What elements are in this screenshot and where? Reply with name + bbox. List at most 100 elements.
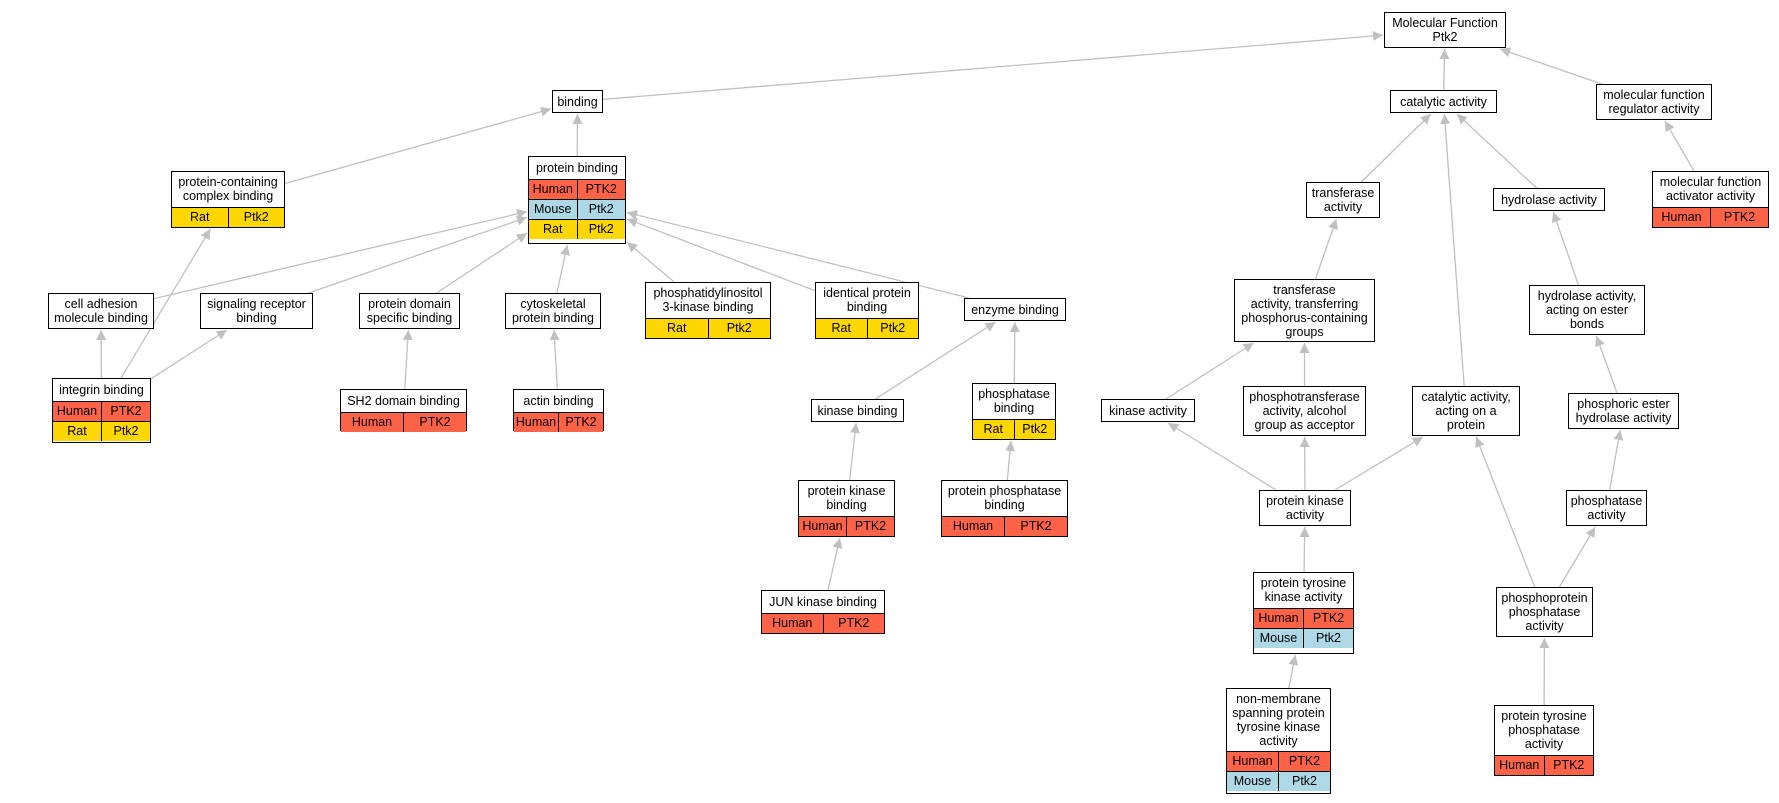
go-term-label: enzyme binding bbox=[971, 302, 1059, 317]
go-term-label: actin binding bbox=[523, 393, 594, 408]
species-cell: Human bbox=[1232, 753, 1273, 768]
go-term-label: phosphoric ester hydrolase activity bbox=[1575, 397, 1672, 426]
edge-ppp-to-caop bbox=[1475, 436, 1536, 588]
edge-kina-to-tpc bbox=[1165, 342, 1254, 400]
edge-pka-to-caop bbox=[1334, 436, 1424, 491]
go-term-node-srb: signaling receptor binding bbox=[200, 293, 313, 329]
go-term-label: SH2 domain binding bbox=[347, 393, 460, 408]
species-cell: Rat bbox=[190, 209, 210, 224]
edge-cpb-to-pb bbox=[556, 244, 571, 294]
gene-cell: PTK2 bbox=[1004, 516, 1067, 536]
go-term-label: hydrolase activity bbox=[1501, 192, 1597, 207]
edge-pkb-to-kinb bbox=[849, 422, 860, 481]
go-term-node-cpb: cytoskeletal protein binding bbox=[505, 293, 601, 329]
go-term-label: protein kinase activity bbox=[1266, 494, 1344, 523]
edge-nmp-to-ptk bbox=[1288, 654, 1299, 689]
gene-cell: Ptk2 bbox=[1278, 771, 1330, 791]
go-term-label: identical protein binding bbox=[823, 286, 911, 315]
go-term-label: protein phosphatase binding bbox=[947, 484, 1062, 513]
annotation-row: Mouse Ptk2 bbox=[1227, 770, 1330, 791]
edge-pdsb-to-pb bbox=[436, 232, 528, 294]
edge-mfa-to-mfr bbox=[1664, 120, 1695, 172]
go-term-node-mfr: molecular function regulator activity bbox=[1596, 84, 1712, 120]
edge-kinb-to-enz bbox=[875, 321, 996, 400]
edge-mfr-to-mf bbox=[1499, 47, 1602, 85]
go-term-label: protein-containing complex binding bbox=[178, 175, 278, 204]
go-term-node-bind: binding bbox=[552, 90, 603, 113]
gene-cell: PTK2 bbox=[846, 516, 894, 536]
edge-ipb-to-pb bbox=[626, 217, 816, 292]
edge-pccb-to-bind bbox=[284, 106, 552, 185]
gene-cell: PTK2 bbox=[1278, 751, 1330, 771]
gene-cell: Ptk2 bbox=[227, 207, 285, 227]
species-cell: Human bbox=[802, 518, 843, 533]
edge-caop-to-cat bbox=[1440, 113, 1465, 387]
edge-srb-to-pb bbox=[308, 215, 528, 294]
gene-cell: Ptk2 bbox=[576, 199, 626, 219]
gene-cell: PTK2 bbox=[822, 613, 885, 633]
go-term-label: phosphatase activity bbox=[1570, 494, 1643, 523]
annotation-row: Human PTK2 bbox=[1227, 750, 1330, 771]
edge-tra-to-cat bbox=[1360, 113, 1432, 183]
go-term-node-ppp: phosphoprotein phosphatase activity bbox=[1496, 587, 1593, 637]
edge-pi3-to-pb bbox=[626, 241, 675, 283]
go-term-node-peh: phosphoric ester hydrolase activity bbox=[1568, 393, 1679, 429]
go-term-node-pha: phosphatase activity bbox=[1566, 490, 1647, 526]
go-term-node-hyd: hydrolase activity bbox=[1493, 188, 1605, 211]
go-term-label: protein tyrosine kinase activity bbox=[1260, 576, 1347, 605]
go-term-label: kinase activity bbox=[1109, 403, 1187, 418]
edge-ppb-to-phb bbox=[1005, 440, 1016, 481]
edge-cat-to-mf bbox=[1439, 48, 1450, 91]
gene-cell: Ptk2 bbox=[101, 421, 150, 441]
go-term-node-cam: cell adhesion molecule binding bbox=[48, 293, 154, 329]
go-term-node-cat: catalytic activity bbox=[1390, 90, 1497, 113]
species-cell: Rat bbox=[67, 423, 87, 438]
edge-phb-to-enz bbox=[1009, 321, 1020, 384]
species-cell: Rat bbox=[543, 221, 563, 236]
species-cell: Mouse bbox=[1259, 630, 1298, 645]
species-cell: Human bbox=[1661, 209, 1702, 224]
go-term-label: phosphatidylinositol 3-kinase binding bbox=[653, 286, 763, 315]
go-term-label: cell adhesion molecule binding bbox=[54, 297, 148, 326]
go-term-label: protein tyrosine phosphatase activity bbox=[1501, 709, 1587, 752]
gene-cell: PTK2 bbox=[1303, 608, 1353, 628]
gene-cell: Ptk2 bbox=[707, 318, 771, 338]
go-term-label: molecular function regulator activity bbox=[1603, 88, 1705, 117]
edge-hyd-to-cat bbox=[1456, 113, 1538, 189]
annotation-row: Rat Ptk2 bbox=[53, 420, 150, 441]
go-term-label: phosphatase binding bbox=[978, 387, 1050, 416]
edge-ptk-to-pka bbox=[1299, 526, 1310, 573]
go-term-node-mf: Molecular Function Ptk2 bbox=[1384, 12, 1506, 48]
gene-cell: PTK2 bbox=[101, 401, 150, 421]
species-cell: Mouse bbox=[1233, 773, 1272, 788]
edge-bind-to-mf bbox=[602, 30, 1384, 101]
go-term-label: catalytic activity bbox=[1400, 94, 1487, 109]
go-term-node-pka: protein kinase activity bbox=[1259, 490, 1351, 526]
go-term-node-kinb: kinase binding bbox=[811, 399, 904, 422]
gene-cell: PTK2 bbox=[403, 412, 466, 432]
species-cell: Human bbox=[56, 403, 98, 418]
go-term-label: protein binding bbox=[535, 160, 618, 175]
species-cell: Human bbox=[1499, 757, 1540, 772]
go-term-label: kinase binding bbox=[817, 403, 898, 418]
species-cell: Rat bbox=[831, 320, 851, 335]
gene-cell: Ptk2 bbox=[1013, 419, 1056, 439]
